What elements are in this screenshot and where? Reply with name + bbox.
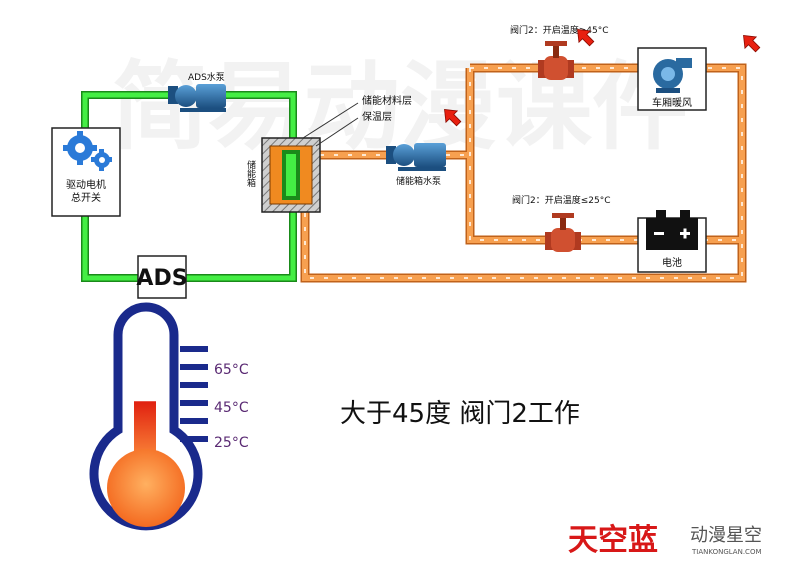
- arrow-icon: [577, 29, 595, 47]
- tick-label: 25°C: [214, 435, 249, 451]
- ads-pump[interactable]: ADS水泵: [168, 71, 226, 112]
- gear-icon: [63, 131, 112, 171]
- cabin-heater-label: 车厢暖风: [652, 96, 692, 109]
- storage-tank[interactable]: 储能材料层 保温层 储能箱: [245, 94, 412, 213]
- storage-pump-label: 储能箱水泵: [396, 175, 441, 187]
- valve-bottom[interactable]: 阀门2：开启温度≤25°C: [512, 194, 611, 252]
- cabin-heater[interactable]: 车厢暖风: [637, 47, 707, 111]
- insulation-label: 保温层: [362, 110, 392, 123]
- fan-icon: [653, 58, 692, 93]
- logo-url: TIANKONGLAN.COM: [691, 548, 762, 556]
- logo-tagline: 动漫星空: [690, 525, 762, 546]
- storage-pump[interactable]: 储能箱水泵: [386, 143, 446, 187]
- storage-material-label: 储能材料层: [362, 94, 412, 107]
- status-caption: 大于45度 阀门2工作: [340, 399, 580, 429]
- storage-tank-label: 储能箱: [245, 159, 256, 188]
- battery-label: 电池: [662, 256, 682, 269]
- green-coolant-loop: [81, 91, 297, 282]
- red-arrows: [444, 29, 761, 127]
- ads-box[interactable]: ADS: [136, 255, 188, 299]
- valve-top-label: 阀门2：开启温度≥45°C: [510, 24, 609, 36]
- thermometer: 65°C 45°C 25°C: [89, 302, 249, 531]
- tick-label: 65°C: [214, 362, 249, 378]
- brand-logo: 天空蓝 动漫星空 TIANKONGLAN.COM: [568, 523, 762, 558]
- ads-box-label: ADS: [136, 266, 187, 291]
- battery-icon: [646, 210, 698, 250]
- motor-switch-label-line2: 总开关: [71, 191, 101, 204]
- valve-bottom-label: 阀门2：开启温度≤25°C: [512, 194, 611, 206]
- ads-pump-label: ADS水泵: [188, 71, 225, 83]
- logo-brand: 天空蓝: [568, 523, 658, 558]
- arrow-icon: [444, 109, 462, 127]
- tick-label: 45°C: [214, 400, 249, 416]
- thermometer-scale: [180, 346, 208, 442]
- motor-switch-box[interactable]: 驱动电机 总开关: [51, 127, 121, 217]
- arrow-icon: [743, 35, 761, 53]
- battery[interactable]: 电池: [637, 210, 707, 273]
- motor-switch-label-line1: 驱动电机: [66, 178, 106, 191]
